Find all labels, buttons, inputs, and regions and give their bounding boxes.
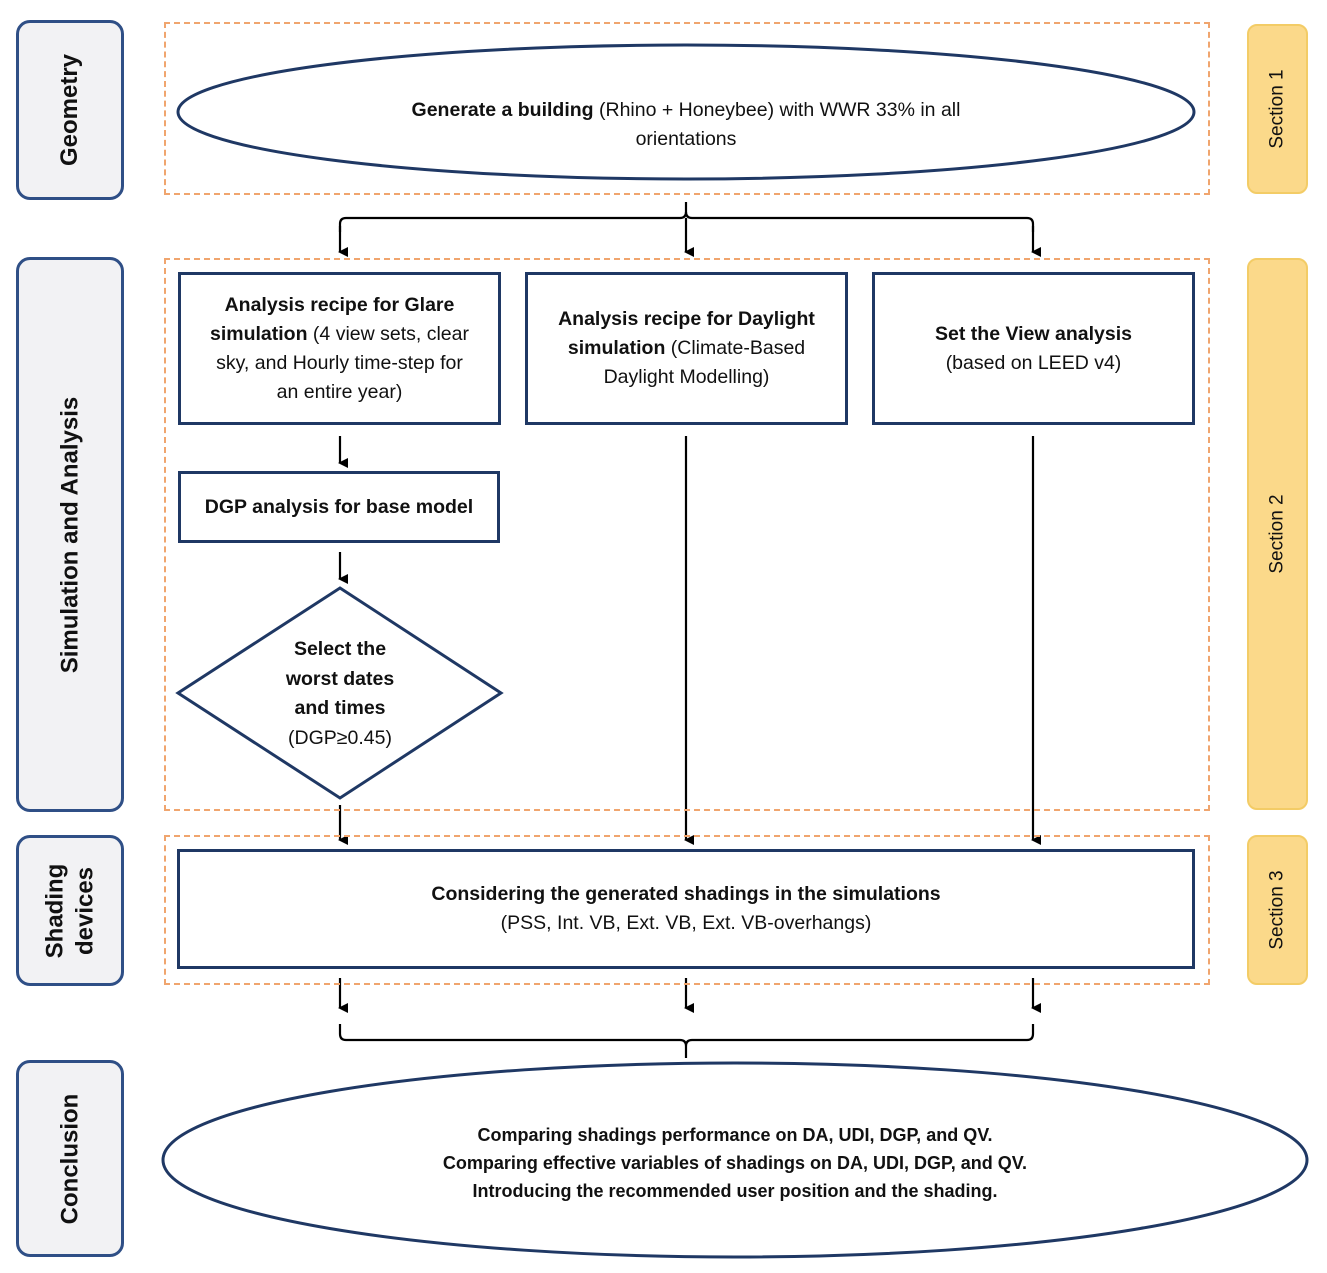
generate-building-oval bbox=[176, 43, 1196, 181]
section2-frame bbox=[164, 258, 1210, 811]
side-label-geometry: Geometry bbox=[16, 20, 124, 200]
dgp-analysis-box: DGP analysis for base model bbox=[178, 471, 500, 543]
shading-simulation-box: Considering the generated shadings in th… bbox=[177, 849, 1195, 969]
view-analysis-box: Set the View analysis (based on LEED v4) bbox=[872, 272, 1195, 425]
section1-frame bbox=[164, 22, 1210, 195]
bottom-bracket bbox=[338, 1024, 1035, 1058]
select-worst-dates-diamond bbox=[175, 586, 504, 800]
side-label-simulation: Simulation and Analysis bbox=[16, 257, 124, 812]
conclusion-oval bbox=[161, 1061, 1309, 1259]
conclusion-text: Comparing shadings performance on DA, UD… bbox=[442, 1125, 1028, 1201]
glare-recipe-box: Analysis recipe for Glare simulation (4 … bbox=[178, 272, 501, 425]
section3-frame bbox=[164, 835, 1210, 985]
section-label-1: Section 1 bbox=[1247, 24, 1308, 194]
daylight-recipe-box: Analysis recipe for Daylight simulation … bbox=[525, 272, 848, 425]
section-label-2: Section 2 bbox=[1247, 258, 1308, 810]
side-label-shading: Shading devices bbox=[16, 835, 124, 986]
side-label-conclusion: Conclusion bbox=[16, 1060, 124, 1257]
section-label-3: Section 3 bbox=[1247, 835, 1308, 985]
top-bracket bbox=[338, 202, 688, 232]
generate-building-text: Generate a building (Rhino + Honeybee) w… bbox=[411, 99, 961, 150]
select-worst-dates-text: Select the worst dates and times (DGP≥0.… bbox=[285, 638, 395, 749]
